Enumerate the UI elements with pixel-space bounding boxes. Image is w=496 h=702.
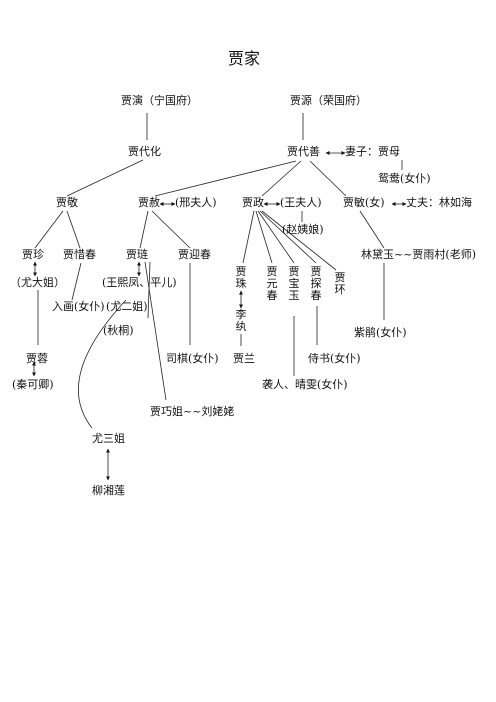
node-jia-jing: 贾敬 [56,196,78,209]
line-lian-qiaojie [144,261,167,401]
line-daishan-she [154,160,297,197]
node-you-dajie: （尤大姐） [10,276,65,289]
line-zheng-tanchun [259,210,317,264]
node-zijuan: 紫鹃(女仆) [354,326,407,339]
node-jia-lan: 贾兰 [233,352,255,365]
node-jia-lian: 贾琏 [126,248,148,261]
line-zheng-huan [261,210,337,271]
node-husband-lin: 丈夫：林如海 [406,196,472,209]
node-xiren-qingwen: 袭人、晴雯(女仆) [262,378,348,391]
node-jia-baoyu: 贾宝玉 [288,265,300,302]
node-jia-daihua: 贾代化 [128,145,161,158]
node-wang-xifeng: (王熙凤、平儿) [102,276,177,289]
line-daihua-jing [66,159,144,197]
node-li-wan: 李纨 [235,308,247,333]
node-siqi: 司棋(女仆) [166,352,219,365]
node-jia-xichun: 贾惜春 [63,248,96,261]
node-liu-xianglian: 柳湘莲 [92,484,125,497]
node-qin-keqing: (秦可卿) [12,378,54,391]
line-jing-zhen [34,210,64,249]
line-erjie-sanjie [77,299,127,429]
node-qiaojie: 贾巧姐~~刘姥姥 [150,405,235,418]
node-jia-yuan: 贾源（荣国府） [290,94,367,107]
node-lady-xing: (邢夫人) [175,196,217,209]
node-yuanyang: 鸳鸯(女仆) [378,172,431,185]
line-she-yingchun [151,210,191,249]
node-jia-tanchun: 贾探春 [310,265,322,302]
line-daishan-zheng [261,160,302,197]
line-zheng-yuanchun [255,210,273,264]
node-you-sanjie: 尤三姐 [92,432,125,445]
node-you-erjie: (尤二姐) [106,300,148,313]
node-jia-zhu: 贾珠 [235,265,247,290]
node-jia-yan: 贾演（宁国府） [121,94,198,107]
line-min-daiyu [359,210,385,249]
node-wife-jiamu: 妻子：贾母 [345,145,400,158]
line-jing-xichun [66,210,81,249]
line-zheng-baoyu [257,210,295,264]
line-xichun-ruhua [71,262,82,301]
node-jia-zheng: 贾政 [242,196,264,209]
node-jia-she: 贾赦 [138,196,160,209]
line-daishan-min [309,160,347,197]
node-jia-huan: 贾环 [334,271,346,296]
node-jia-yingchun: 贾迎春 [178,248,211,261]
node-concubine-zhao: (赵姨娘) [282,223,324,236]
node-lin-daiyu: 林黛玉~~贾雨村(老师) [361,248,477,261]
node-ruhua: 入画(女仆) [52,300,105,313]
node-daishu: 侍书(女仆) [308,352,361,365]
node-jia-zhen: 贾珍 [22,248,44,261]
node-qiutong: (秋桐) [103,324,134,337]
node-jia-rong: 贾蓉 [26,352,48,365]
node-jia-min: 贾敏(女) [343,196,385,209]
node-jia-yuanchun: 贾元春 [266,265,278,302]
page-title: 贾家 [228,49,261,68]
node-jia-daishan: 贾代善 [287,145,320,158]
node-lady-wang: (王夫人) [280,196,322,209]
line-she-lian [139,210,149,249]
line-zheng-zhu [242,210,255,264]
